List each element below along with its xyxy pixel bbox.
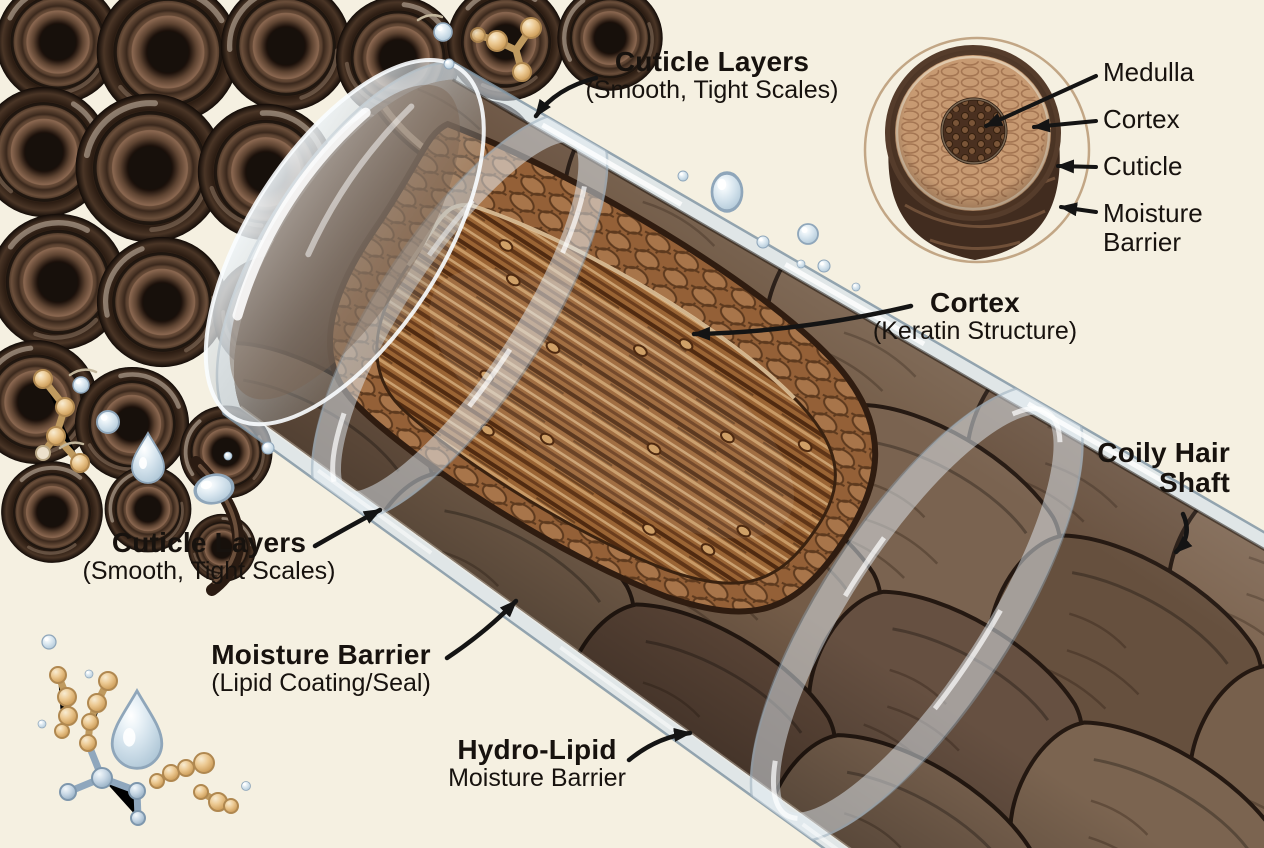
arrow-coily-shaft — [1173, 511, 1193, 555]
label-title: Cuticle Layers — [111, 527, 307, 558]
label-title: Cuticle Layers — [614, 46, 810, 77]
label-cortex-inset: Cortex — [1103, 104, 1180, 134]
label-cuticle-layers-left: Cuticle Layers (Smooth, Tight Scales) — [69, 527, 349, 586]
arrow-medulla — [984, 74, 1098, 128]
label-line2: Shaft — [1159, 467, 1230, 499]
hair-shaft — [143, 0, 1264, 848]
arrow-cortex-inset — [1032, 118, 1098, 133]
arrow-cuticle-top — [533, 75, 599, 119]
arrow-cortex-main — [691, 303, 914, 341]
arrow-moisture-inset — [1059, 202, 1098, 217]
coated-end-cap — [203, 58, 486, 427]
label-cuticle-inset: Cuticle — [1103, 151, 1183, 181]
cross-section-inset — [863, 36, 1091, 264]
label-subtitle: (Keratin Structure) — [872, 317, 1078, 346]
label-subtitle: (Lipid Coating/Seal) — [211, 669, 431, 698]
arrow-hydro-lipid — [626, 727, 693, 763]
label-subtitle: (Smooth, Tight Scales) — [585, 76, 839, 105]
label-cortex: Cortex (Keratin Structure) — [840, 287, 1110, 346]
lipid-molecules — [33, 13, 542, 826]
arrow-cuticle-inset — [1056, 159, 1098, 174]
arrow-cuticle-left — [312, 507, 383, 549]
label-title: Cortex — [930, 287, 1020, 318]
label-coily-hair-shaft: Coily Hair Shaft — [1020, 437, 1230, 499]
label-moisture-barrier-inset: Moisture Barrier — [1103, 198, 1203, 258]
label-moisture-barrier-left: Moisture Barrier (Lipid Coating/Seal) — [181, 639, 461, 698]
arrow-moisture-left — [444, 598, 519, 661]
label-hydro-lipid: Hydro-Lipid Moisture Barrier — [397, 734, 677, 793]
moisture-droplets-in-cortex — [479, 239, 813, 556]
inset-ring — [863, 36, 1091, 264]
blue-molecule-balls — [59, 767, 146, 826]
label-cuticle-layers-top: Cuticle Layers (Smooth, Tight Scales) — [572, 46, 852, 105]
annotation-arrows — [312, 74, 1193, 763]
label-subtitle: Moisture Barrier — [448, 764, 626, 793]
tan-molecule-balls — [33, 17, 542, 814]
label-title: Hydro-Lipid — [457, 734, 617, 765]
label-subtitle: (Smooth, Tight Scales) — [82, 557, 336, 586]
label-title: Moisture Barrier — [211, 639, 431, 670]
label-medulla: Medulla — [1103, 57, 1195, 87]
label-line1: Coily Hair — [1097, 437, 1230, 468]
